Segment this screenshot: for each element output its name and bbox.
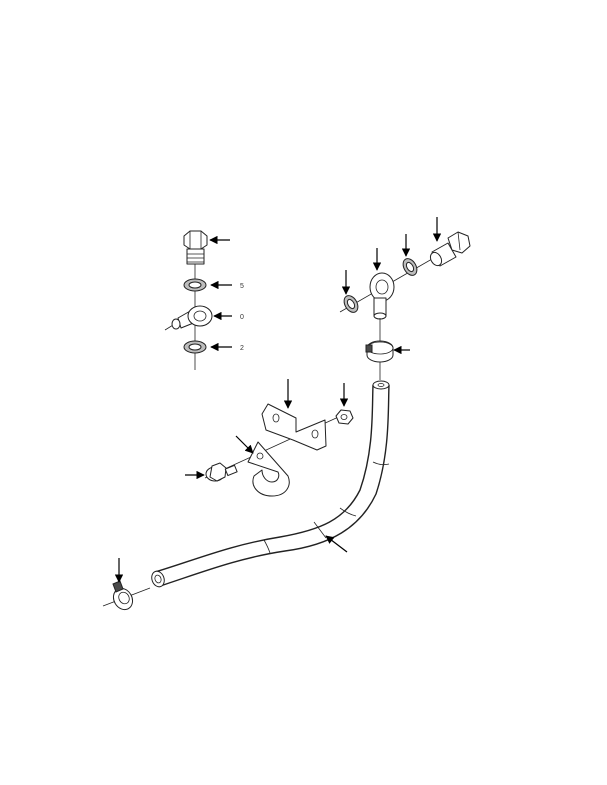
crush-washer-upper-left [183, 278, 207, 292]
label-washer-upper: 5 [240, 283, 244, 290]
hex-nut [335, 409, 354, 425]
banjo-bolt-right [429, 231, 471, 267]
crush-washer-right-inner [402, 258, 418, 276]
crush-washer-lower-left [183, 340, 207, 354]
arrow-clip [235, 435, 254, 454]
hose-clamp-upper [365, 340, 394, 363]
oil-hose [151, 380, 390, 588]
label-banjo-left: 0 [240, 314, 244, 321]
banjo-fitting-left [164, 305, 213, 331]
mounting-bracket [261, 403, 327, 451]
crush-washer-right-outer [343, 295, 359, 313]
hose-clamp-lower [112, 580, 134, 611]
label-washer-lower: 2 [240, 345, 244, 352]
banjo-fitting-right [369, 272, 395, 320]
banjo-bolt-left [183, 230, 208, 265]
arrow-hose [325, 535, 348, 553]
hose-clip [247, 441, 290, 497]
flange-bolt [205, 462, 238, 482]
